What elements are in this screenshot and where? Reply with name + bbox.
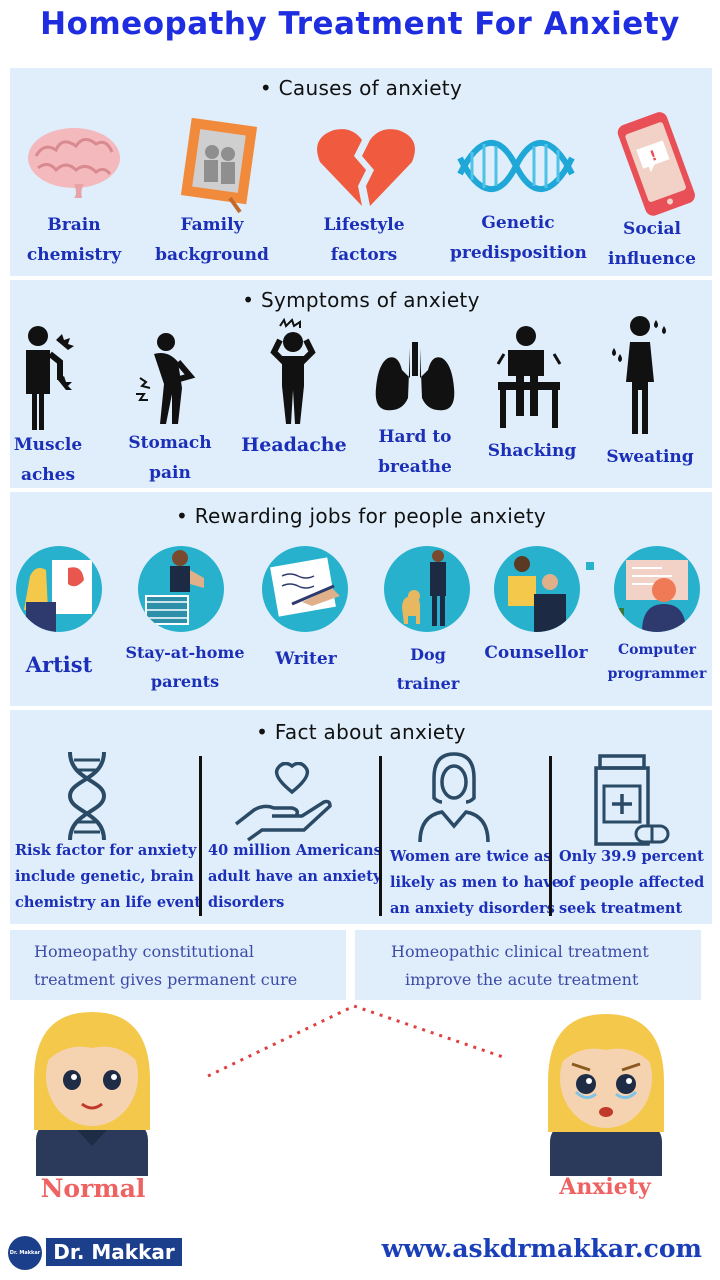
logo-text: Dr. Makkar (46, 1238, 182, 1266)
jobs-panel: • Rewarding jobs for people anxiety Arti… (10, 492, 712, 706)
writer-icon (262, 546, 348, 632)
page-title: Homeopathy Treatment For Anxiety (40, 6, 680, 42)
fact-divider-1 (199, 756, 202, 916)
woman-outline-icon (416, 750, 492, 844)
family-photo-icon (172, 118, 260, 214)
brain-icon (24, 126, 124, 198)
shaking-figure-icon (494, 324, 566, 428)
normal-face-icon (26, 1010, 158, 1176)
causes-heading: • Causes of anxiety (259, 76, 463, 100)
heart-hand-icon (232, 762, 332, 842)
headache-figure-icon (266, 318, 320, 426)
programmer-icon (614, 546, 700, 632)
sweating-figure-icon (608, 314, 670, 436)
job-label-artist: Artist (25, 652, 93, 677)
artist-icon (16, 546, 102, 632)
job-label-counsellor: Counsellor (484, 643, 588, 663)
svg-text:!: ! (648, 148, 659, 165)
logo-badge-text: Dr. Makkar (9, 1250, 41, 1256)
symptom-label-shaking: Shacking (487, 441, 577, 461)
dna-icon (456, 134, 576, 198)
stomach-pain-figure-icon (134, 332, 206, 426)
medicine-bottle-icon (586, 752, 672, 848)
fact-divider-2 (379, 756, 382, 916)
lungs-icon (374, 342, 456, 418)
normal-label: Normal (40, 1174, 146, 1203)
website-url[interactable]: www.askdrmakkar.com (381, 1234, 702, 1263)
symptoms-heading: • Symptoms of anxiety (242, 288, 480, 312)
dog-trainer-icon (384, 546, 470, 632)
smartphone-icon: ! (610, 108, 702, 218)
jobs-heading: • Rewarding jobs for people anxiety (175, 504, 546, 528)
dna-outline-icon (62, 750, 112, 842)
parent-icon (138, 546, 224, 632)
muscle-ache-figure-icon (16, 324, 76, 432)
broken-heart-icon (314, 126, 418, 208)
anxiety-face-icon (540, 1012, 672, 1176)
symptom-label-sweating: Sweating (606, 447, 694, 467)
facts-panel: • Fact about anxiety Risk factor for anx… (10, 710, 712, 924)
dotted-connector (200, 996, 520, 1086)
anxiety-label: Anxiety (559, 1174, 651, 1200)
facts-heading: • Fact about anxiety (256, 720, 466, 744)
symptom-label-headache: Headache (241, 434, 347, 456)
fact-divider-3 (549, 756, 552, 916)
accent-square (586, 562, 594, 570)
counsellor-icon (494, 546, 580, 632)
logo-badge: Dr. Makkar (8, 1236, 42, 1270)
job-label-writer: Writer (275, 649, 337, 669)
